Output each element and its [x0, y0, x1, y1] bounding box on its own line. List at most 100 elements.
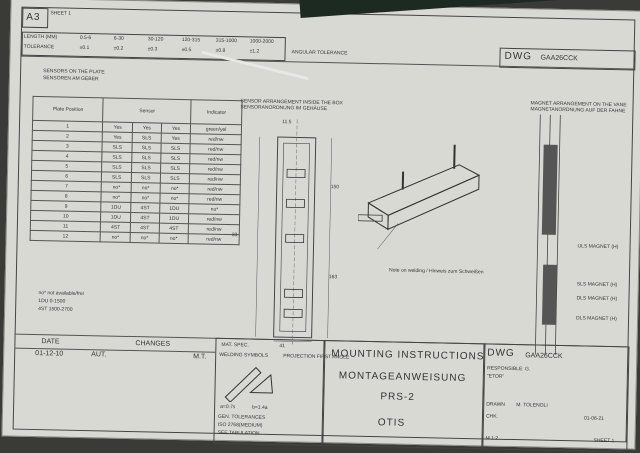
chk-label: CHK. — [486, 413, 498, 419]
table-cell: 1DU — [101, 202, 131, 213]
table-cell: SLS — [160, 153, 190, 164]
table-cell: no* — [130, 232, 159, 243]
table-cell: 12 — [30, 230, 101, 241]
drawn-label: DRAWN — [486, 401, 505, 407]
table-cell: Yes — [132, 122, 161, 133]
table-cell: no* — [131, 182, 160, 193]
tol-range: 30-120 — [148, 36, 164, 42]
revision-initials: M.T. — [193, 353, 206, 360]
tol-range: 1000-2000 — [250, 38, 274, 44]
table-cell: SLS — [132, 152, 161, 163]
table-cell: Yes — [103, 132, 133, 143]
magnet-label: DLS MAGNET (H) — [576, 315, 617, 322]
dim-right-2: 163 — [329, 274, 337, 280]
gen-tolerances: GEN. TOLERANCES — [218, 414, 265, 421]
welding-note: Note on welding / Hinweis zum Schweißen — [389, 267, 484, 275]
table-cell: SLS — [160, 173, 190, 184]
col-indicator: Indicator — [191, 100, 242, 125]
responsible-name: "ETOR" — [487, 373, 504, 379]
table-cell: SLS — [131, 172, 160, 183]
table-cell: 4ST — [101, 222, 131, 233]
dim-top: 11.5 — [282, 119, 291, 125]
table-cell: Yes — [161, 123, 191, 134]
drawing-frame: A3 SHEET 1 LENGTH (MM) TOLERANCE 0.5-6 ±0… — [13, 7, 636, 443]
table-cell: SLS — [161, 143, 191, 154]
table-cell: no* — [160, 183, 190, 194]
mat-spec-label: MAT. SPEC. — [221, 342, 249, 349]
weld-a: a=0.7s — [220, 404, 235, 410]
vane-drawing — [515, 114, 580, 365]
sheet-size: A3 — [26, 12, 40, 23]
table-cell: no* — [100, 232, 130, 243]
table-cell: Yes — [161, 133, 191, 144]
col-switch: Sensor — [103, 98, 191, 124]
iso-standard: ISO 2768(MEDIUM) — [218, 422, 263, 429]
tol-value: ±0.1 — [80, 45, 90, 51]
table-cell: no* — [101, 182, 131, 193]
dwg-number-top: GAA26CCK — [540, 55, 577, 63]
legend-item: 4ST 1500-2700 — [38, 306, 83, 315]
tol-value: ±1.2 — [250, 48, 260, 54]
magnet-label: ULS MAGNET (H) — [578, 243, 619, 250]
tol-range: 6-30 — [114, 36, 124, 42]
angular-tolerance-label: ANGULAR TOLERANCE — [292, 49, 348, 56]
tol-range: 315-1000 — [216, 38, 237, 44]
table-cell: no* — [131, 192, 160, 203]
table-cell: no* — [159, 233, 189, 244]
table-cell: 1DU — [159, 203, 189, 214]
table-cell: 4ST — [131, 202, 160, 213]
see-tabulation: SEE TABULATION — [218, 430, 260, 437]
sheet-size-box: A3 — [22, 8, 48, 29]
responsible: RESPONSIBLE: G. — [487, 365, 530, 372]
dwg-label: DWG — [487, 347, 515, 359]
magnet-label: DLS MAGNET (H) — [576, 295, 617, 302]
date-header: DATE — [41, 338, 59, 345]
dwg-number: GAA26CCK — [525, 352, 562, 360]
table-cell: SLS — [102, 162, 132, 173]
revision-author: AUT. — [91, 351, 106, 358]
sheet-number-top: SHEET 1 — [50, 10, 71, 16]
col-plate: Plate Position — [33, 96, 104, 121]
dim-left: 33 — [232, 232, 238, 238]
table-cell: no* — [101, 192, 131, 203]
table-cell: Yes — [103, 122, 133, 133]
product-code: PRS-2 — [380, 391, 415, 403]
date-2: 01-06-21 — [584, 416, 604, 422]
welding-symbols: WELDING SYMBOLS — [219, 352, 268, 359]
magnet-view-title-de: MAGNETANORDNUNG AUF DER FAHNE — [530, 106, 625, 114]
table-cell: SLS — [102, 172, 132, 183]
tol-value: ±0.2 — [114, 46, 124, 52]
revision-date: 01-12-10 — [35, 350, 63, 358]
drawn-name: M. TOLENOLI — [516, 402, 548, 409]
table-cell: 1DU — [101, 212, 131, 223]
weld-symbol-drawing — [220, 362, 281, 403]
tolerance-label: TOLERANCE — [24, 44, 55, 51]
table-cell: no* — [160, 193, 190, 204]
tol-range: 120-315 — [182, 37, 200, 43]
length-label: LENGTH (MM) — [24, 34, 57, 41]
tol-range: 0.5-6 — [80, 35, 92, 41]
brand-name: OTIS — [378, 417, 406, 429]
dim-right: 150 — [331, 184, 339, 190]
tol-value: ±0.8 — [216, 48, 226, 54]
dwg-label-top: DWG — [504, 51, 532, 63]
sensor-box-drawing — [235, 108, 350, 350]
tol-value: ±0.5 — [182, 47, 192, 53]
switch-table-title-en: SENSORS ON THE PLATE — [43, 68, 105, 75]
switch-table-title-de: SENSOREN AM GEBER — [43, 75, 99, 82]
table-cell: SLS — [102, 152, 132, 163]
table-cell: 4ST — [159, 223, 189, 234]
table-cell: 4ST — [131, 212, 160, 223]
table-cell: 4ST — [130, 222, 159, 233]
tol-value: ±0.3 — [148, 46, 158, 52]
table-cell: 1DU — [159, 213, 189, 224]
table-cell: SLS — [132, 132, 161, 143]
table-cell: SLS — [132, 142, 161, 153]
table-cell: SLS — [102, 142, 132, 153]
table-cell: SLS — [132, 162, 161, 173]
isometric-drawing — [357, 133, 489, 256]
changes-header: CHANGES — [135, 340, 170, 348]
